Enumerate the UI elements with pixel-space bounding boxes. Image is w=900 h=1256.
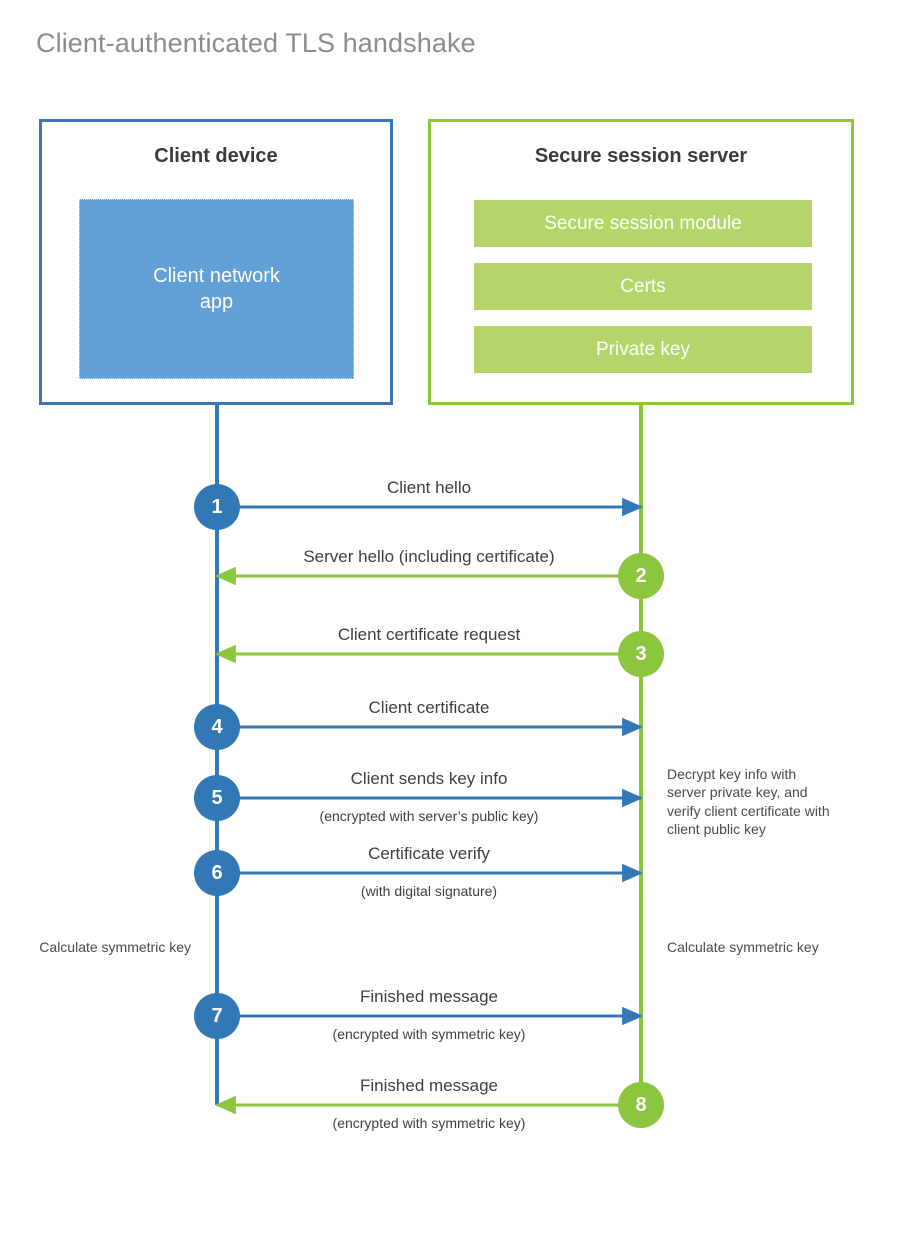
step-circle-7[interactable]: 7 [194, 993, 240, 1039]
client-device-box: Client device Client network app [39, 119, 393, 405]
step-circle-8[interactable]: 8 [618, 1082, 664, 1128]
annotation-2: Calculate symmetric key [39, 939, 191, 955]
message-label-3: Client certificate request [337, 625, 521, 644]
step-circle-1[interactable]: 1 [194, 484, 240, 530]
message-sublabel-8: (encrypted with symmetric key) [332, 1115, 526, 1131]
message-arrows [214, 497, 644, 1115]
message-label-8: Finished message [360, 1076, 498, 1095]
step-circle-4[interactable]: 4 [194, 704, 240, 750]
message-label-6: Certificate verify [368, 844, 490, 863]
server-module-private-key: Private key [474, 326, 812, 373]
annotation-3: Calculate symmetric key [667, 939, 819, 955]
step-circle-3[interactable]: 3 [618, 631, 664, 677]
message-sublabel-5: (encrypted with server’s public key) [319, 808, 539, 824]
step-circle-5[interactable]: 5 [194, 775, 240, 821]
message-label-1: Client hello [386, 478, 472, 497]
message-label-4: Client certificate [368, 698, 490, 717]
client-device-title: Client device [154, 145, 278, 167]
server-module-secure-session-module: Secure session module [474, 200, 812, 247]
message-label-2: Server hello (including certificate) [303, 547, 555, 566]
annotation-1: Decrypt key info with server private key… [667, 766, 830, 838]
message-sublabel-6: (with digital signature) [360, 883, 498, 899]
secure-session-server-title: Secure session server [534, 145, 748, 167]
page-title: Client-authenticated TLS handshake [36, 28, 476, 58]
message-sublabel-7: (encrypted with symmetric key) [332, 1026, 526, 1042]
server-module-certs: Certs [474, 263, 812, 310]
message-label-5: Client sends key info [350, 769, 508, 788]
secure-session-server-box: Secure session server Secure session mod… [428, 119, 854, 405]
message-label-7: Finished message [360, 987, 498, 1006]
client-network-app-box: Client network app [79, 199, 354, 379]
step-circle-6[interactable]: 6 [194, 850, 240, 896]
step-circle-2[interactable]: 2 [618, 553, 664, 599]
